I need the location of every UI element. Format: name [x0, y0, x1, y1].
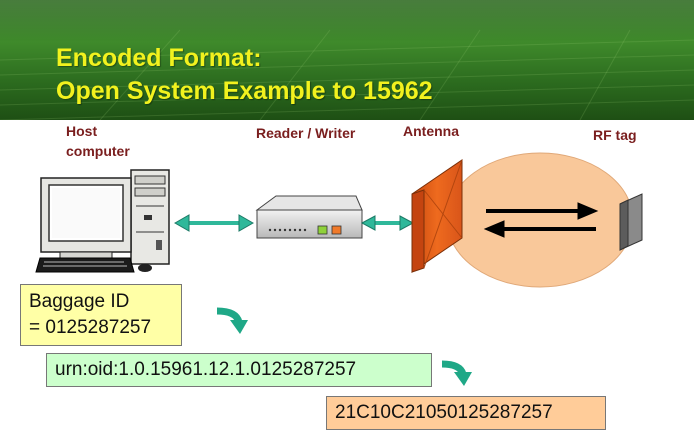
transform-arrow-1: [216, 307, 248, 334]
host-computer-label: Host computer: [66, 121, 130, 161]
reader-writer-label: Reader / Writer: [256, 125, 356, 141]
reader-antenna-link-arrow: [360, 215, 415, 231]
urn-oid-box: urn:oid:1.0.15961.12.1.0125287257: [46, 353, 432, 387]
rfid-system-diagram: [35, 152, 643, 386]
slide-header: Encoded Format: Open System Example to 1…: [0, 0, 694, 120]
slide-title: Encoded Format: Open System Example to 1…: [56, 42, 433, 108]
header-texture: [0, 0, 694, 120]
reader-writer-icon: [255, 195, 363, 239]
title-line-1: Encoded Format:: [56, 44, 262, 72]
baggage-id-line-2: = 0125287257: [29, 317, 152, 338]
host-label-line-2: computer: [66, 143, 130, 159]
host-label-line-1: Host: [66, 123, 98, 139]
reader-orange-led: [331, 225, 342, 235]
antenna-icon: [411, 159, 463, 273]
baggage-id-box: Baggage ID = 0125287257: [20, 284, 182, 346]
host-reader-link-arrow: [173, 214, 255, 232]
rf-field: [446, 152, 634, 288]
baggage-id-line-1: Baggage ID: [29, 291, 130, 312]
transform-arrow-2: [441, 360, 472, 386]
host-computer-icon: [35, 169, 170, 273]
title-line-2: Open System Example to 15962: [56, 77, 433, 105]
antenna-label: Antenna: [403, 123, 459, 139]
rf-communication-arrows: [483, 202, 599, 238]
rf-tag-label: RF tag: [593, 127, 637, 143]
reader-green-led: [317, 225, 328, 235]
rf-tag-icon: [619, 193, 643, 251]
encoded-hex-box: 21C10C21050125287257: [326, 396, 606, 430]
